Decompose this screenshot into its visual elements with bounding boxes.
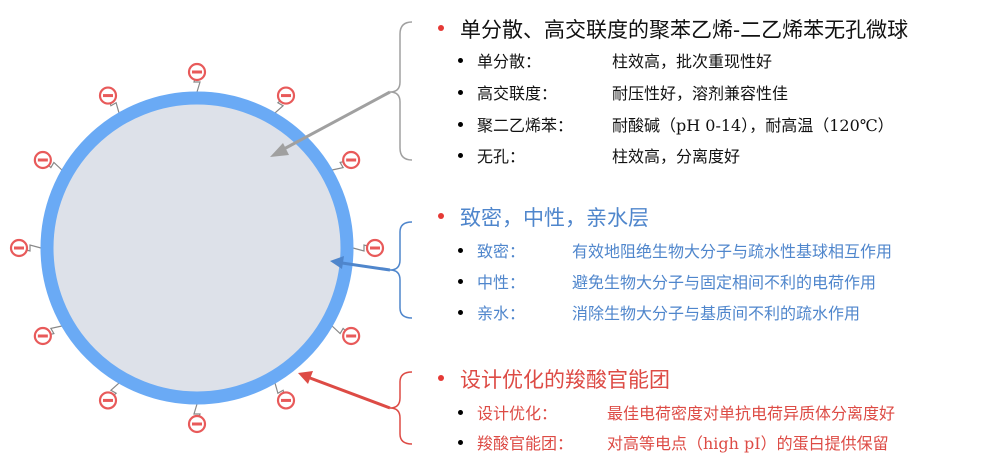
minus-sign (103, 94, 113, 98)
sub-bullet-icon (458, 279, 463, 284)
list-item: 致密： 有效地阻绝生物大分子与疏水性基球相互作用 (477, 238, 892, 262)
brace-gray (389, 21, 413, 161)
bullet-icon (438, 213, 444, 219)
section1-title: 单分散、高交联度的聚苯乙烯-二乙烯苯无孔微球 (460, 18, 909, 42)
minus-sign (370, 246, 380, 250)
item-label: 聚二乙烯苯： (477, 116, 574, 135)
item-label: 单分散： (477, 52, 542, 71)
arrow-blue-head (330, 256, 344, 269)
minus-sign (346, 158, 357, 162)
brace-red (389, 371, 413, 445)
section3-title: 设计优化的羧酸官能团 (460, 368, 670, 392)
item-label: 中性： (477, 273, 526, 292)
item-label: 无孔： (477, 147, 526, 166)
bullet-icon (438, 25, 444, 31)
list-item: 羧酸官能团： 对高等电点（high pI）的蛋白提供保留 (477, 430, 889, 454)
minus-sign (14, 246, 24, 250)
item-text: 耐压性好，溶剂兼容性佳 (612, 84, 789, 103)
brace-blue (389, 221, 413, 319)
arrow-gray-head (270, 143, 289, 157)
list-item: 高交联度： 耐压性好，溶剂兼容性佳 (477, 80, 788, 104)
sub-bullet-icon (458, 310, 463, 315)
arrow-gray (281, 90, 391, 152)
item-label: 设计优化： (477, 404, 558, 423)
arrow-red (309, 376, 391, 410)
item-text: 最佳电荷密度对单抗电荷异质体分离度好 (607, 404, 896, 423)
minus-sign (281, 94, 291, 98)
item-text: 有效地阻绝生物大分子与疏水性基球相互作用 (572, 242, 893, 261)
microsphere (40, 91, 354, 405)
charge-groups (9, 62, 385, 434)
list-item: 聚二乙烯苯： 耐酸碱（pH 0-14），耐高温（120℃） (477, 112, 894, 136)
bullet-icon (438, 375, 444, 381)
list-item: 单分散： 柱效高，批次重现性好 (477, 48, 772, 72)
minus-sign (103, 398, 113, 402)
minus-sign (37, 158, 48, 162)
list-item: 中性： 避免生物大分子与固定相间不利的电荷作用 (477, 269, 876, 293)
sub-bullet-icon (458, 58, 463, 63)
arrow-red-head (298, 371, 313, 384)
minus-sign (192, 422, 202, 426)
list-item: 亲水： 消除生物大分子与基质间不利的疏水作用 (477, 300, 860, 324)
item-text: 柱效高，批次重现性好 (612, 52, 773, 71)
item-text: 避免生物大分子与固定相间不利的电荷作用 (572, 273, 877, 292)
minus-sign (346, 334, 357, 338)
sub-bullet-icon (458, 153, 463, 158)
item-label: 高交联度： (477, 84, 558, 103)
minus-sign (37, 334, 48, 338)
sub-bullet-icon (458, 410, 463, 415)
item-text: 柱效高，分离度好 (612, 147, 741, 166)
arrow-blue (341, 261, 391, 272)
sub-bullet-icon (458, 440, 463, 445)
item-label: 亲水： (477, 304, 526, 323)
sub-bullet-icon (458, 248, 463, 253)
item-text: 耐酸碱（pH 0-14），耐高温（120℃） (612, 116, 894, 135)
minus-sign (192, 70, 202, 74)
item-text: 消除生物大分子与基质间不利的疏水作用 (572, 304, 861, 323)
section2-title: 致密，中性，亲水层 (460, 206, 649, 230)
list-item: 无孔： 柱效高，分离度好 (477, 143, 740, 167)
minus-sign (281, 398, 291, 402)
item-label: 羧酸官能团： (477, 434, 574, 453)
list-item: 设计优化： 最佳电荷密度对单抗电荷异质体分离度好 (477, 400, 895, 424)
item-text: 对高等电点（high pI）的蛋白提供保留 (607, 434, 889, 453)
sub-bullet-icon (458, 90, 463, 95)
item-label: 致密： (477, 242, 526, 261)
sub-bullet-icon (458, 122, 463, 127)
